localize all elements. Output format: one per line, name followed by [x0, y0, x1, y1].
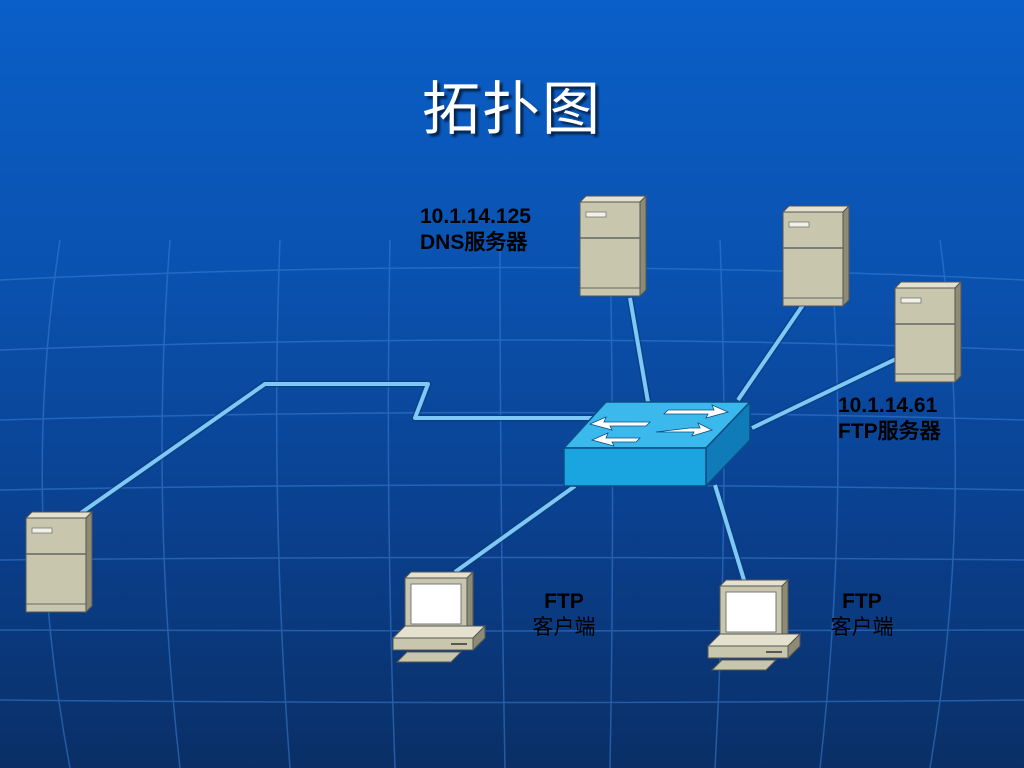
- remote-server-icon: [25, 511, 93, 613]
- link-wan: [76, 382, 595, 517]
- client1-line1: FTP: [544, 590, 584, 613]
- client1-line2: 客户端: [532, 616, 596, 639]
- dns-server-label: 10.1.14.125 DNS服务器: [420, 204, 531, 256]
- dns-server-icon: [579, 195, 647, 297]
- link-ftp: [751, 356, 899, 430]
- ftp-server-icon: [894, 281, 962, 383]
- ftp-ip: 10.1.14.61: [838, 394, 938, 417]
- ftp-client2-workstation-icon: [707, 579, 801, 671]
- dns-name: DNS服务器: [420, 231, 528, 254]
- link-client1: [453, 484, 577, 574]
- client2-line2: 客户端: [830, 616, 894, 639]
- link-server2: [736, 300, 807, 402]
- client2-line1: FTP: [842, 590, 882, 613]
- slide-title: 拓扑图: [421, 75, 602, 143]
- ftp-client1-workstation-icon: [392, 571, 486, 663]
- ftp-client2-label: FTP 客户端: [810, 589, 914, 641]
- switch-icon: [562, 400, 752, 488]
- dns-ip: 10.1.14.125: [420, 205, 531, 228]
- link-client2: [713, 484, 746, 581]
- ftp-name: FTP服务器: [838, 420, 941, 443]
- ftp-server-label: 10.1.14.61 FTP服务器: [838, 393, 941, 445]
- link-dns: [628, 297, 650, 403]
- ftp-client1-label: FTP 客户端: [512, 589, 616, 641]
- server-icon: [782, 205, 850, 307]
